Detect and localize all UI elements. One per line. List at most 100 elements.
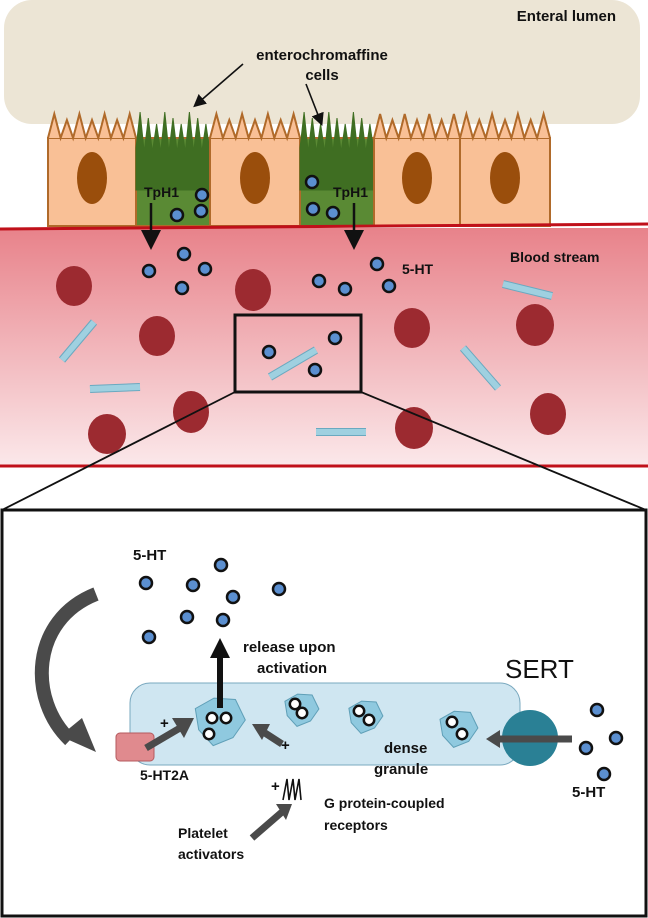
serotonin-molecule: [193, 203, 209, 219]
receptor-5ht2a-label: 5-HT2A: [140, 767, 189, 783]
microvilli: [47, 110, 137, 142]
enteral-lumen-label: Enteral lumen: [517, 8, 616, 25]
resting-platelet-fill: [502, 281, 553, 299]
serotonin-molecule: [179, 609, 195, 625]
serotonin-molecule: [304, 174, 320, 190]
blood-stream-label: Blood stream: [510, 249, 599, 265]
dense-granule-label-line2: granule: [374, 761, 428, 778]
cell-nucleus: [490, 152, 520, 204]
stored-serotonin: [202, 727, 216, 741]
stored-serotonin: [295, 706, 309, 720]
serotonin-molecule: [311, 273, 327, 289]
serotonin-molecule: [197, 261, 213, 277]
serotonin-molecule: [176, 246, 192, 262]
enterocyte-cell: [209, 110, 301, 227]
stored-serotonin: [288, 697, 302, 711]
serotonin-molecule: [194, 187, 210, 203]
red-blood-cells: [56, 266, 566, 454]
serotonin-molecule: [596, 766, 612, 782]
receptor-to-granule-arrow: [144, 724, 182, 752]
red-blood-cell: [394, 308, 430, 348]
red-blood-cell: [530, 393, 566, 435]
cell-nucleus: [77, 152, 107, 204]
serotonin-molecule: [261, 344, 277, 360]
red-blood-cell: [173, 391, 209, 433]
red-blood-cell: [516, 304, 554, 346]
enterochromaffine-label-line2: cells: [305, 67, 338, 84]
tph1-label-left: TpH1: [144, 184, 179, 200]
ec-pointer-arrow-left: [193, 63, 244, 108]
microvilli: [373, 113, 461, 142]
microvilli: [209, 110, 301, 142]
red-blood-cell: [139, 316, 175, 356]
stored-serotonin: [219, 711, 233, 725]
enterocyte-cell: [373, 113, 461, 227]
serotonin-molecule: [141, 263, 157, 279]
gpcr-label-line2: receptors: [324, 817, 388, 833]
resting-platelets: [58, 280, 553, 436]
enterocyte-cell: [459, 110, 551, 227]
activators-arrowhead: [276, 804, 292, 820]
microvilli: [299, 111, 375, 191]
recycle-curved-arrow: [34, 587, 99, 746]
cell-nucleus: [402, 152, 432, 204]
dense-granule: [439, 710, 479, 748]
stored-serotonin: [455, 727, 469, 741]
serotonin-molecule: [185, 577, 201, 593]
enterochromaffine-label-line1: enterochromaffine: [256, 47, 388, 64]
release-label-line2: activation: [257, 660, 327, 677]
gpcr-label-line1: G protein-coupled: [324, 795, 445, 811]
zoom-line-right: [360, 391, 647, 511]
serotonin-molecule: [141, 629, 157, 645]
zoom-line-left: [1, 391, 236, 511]
vessel-wall-top: [0, 222, 648, 231]
enterocyte-cell: [47, 110, 137, 227]
epithelium: [47, 110, 551, 227]
resting-platelet-fill: [268, 347, 318, 380]
stored-serotonin: [352, 704, 366, 718]
dense-granule: [348, 700, 384, 734]
recycle-arrowhead: [60, 718, 96, 752]
gpcr-to-granule-arrowhead: [252, 724, 270, 740]
release-arrowhead: [210, 638, 230, 658]
activators-arrow: [249, 809, 285, 841]
red-blood-cell: [56, 266, 92, 306]
serotonin-molecule: [608, 730, 624, 746]
activators-label-line2: activators: [178, 846, 244, 862]
dense-granule: [194, 697, 246, 747]
dense-granule: [284, 693, 320, 727]
ec-pointer-arrow-right: [305, 83, 324, 126]
microvilli: [135, 111, 211, 191]
serotonin-label-blood: 5-HT: [402, 261, 434, 277]
red-blood-cell: [235, 269, 271, 311]
resting-platelet-fill: [460, 346, 501, 390]
serotonin-molecule: [381, 278, 397, 294]
stored-serotonin: [205, 711, 219, 725]
serotonin-molecule: [327, 330, 343, 346]
serotonin-molecule: [307, 362, 323, 378]
serotonin-molecule: [305, 201, 321, 217]
serotonin-molecule: [225, 589, 241, 605]
serotonin-molecule: [169, 207, 185, 223]
release-label-line1: release upon: [243, 639, 336, 656]
dense-granule-label-line1: dense: [384, 740, 427, 757]
gpcr-receptor-zigzag: [282, 778, 302, 801]
microvilli: [459, 110, 551, 142]
serotonin-molecule: [589, 702, 605, 718]
plus-sign-3: +: [271, 778, 280, 795]
stored-serotonin: [445, 715, 459, 729]
gpcr-to-granule-arrow: [263, 730, 284, 747]
zoom-box: [233, 313, 363, 394]
serotonin-molecule: [369, 256, 385, 272]
red-blood-cell: [88, 414, 126, 454]
resting-platelet-fill: [89, 384, 141, 392]
resting-platelet-fill: [59, 320, 97, 362]
serotonin-molecules: [138, 174, 624, 782]
serotonin-molecule: [138, 575, 154, 591]
stored-serotonin: [362, 713, 376, 727]
activators-label-line1: Platelet: [178, 825, 228, 841]
serotonin-label-detail: 5-HT: [133, 547, 166, 564]
plus-sign-2: +: [281, 737, 290, 754]
serotonin-molecule: [337, 281, 353, 297]
